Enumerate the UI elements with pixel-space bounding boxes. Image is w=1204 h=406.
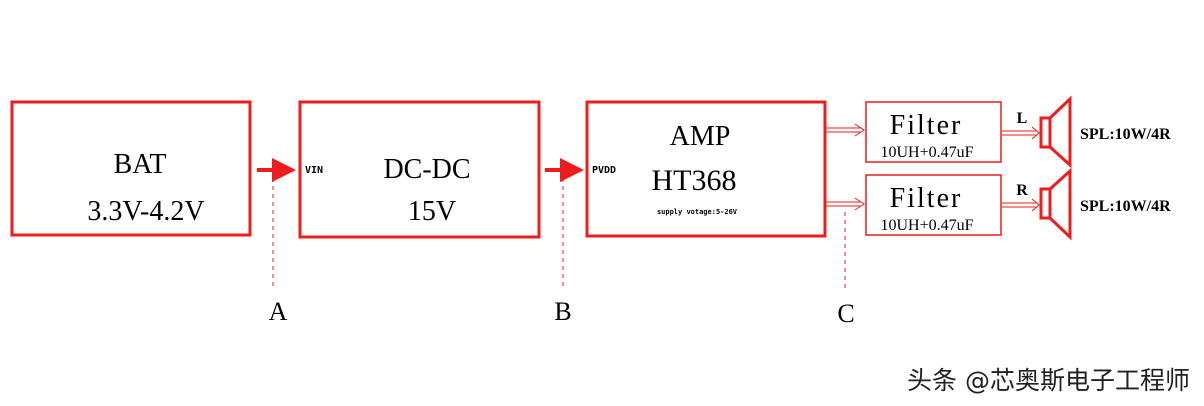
arrow-amp-filter-l — [826, 123, 865, 137]
vin-pin-label: VIN — [305, 165, 323, 176]
filter-l-block — [865, 101, 1002, 163]
bat-block — [10, 100, 252, 237]
test-point-c: C — [837, 299, 854, 328]
filter-r-title: Filter — [890, 183, 963, 214]
bat-title: BAT — [114, 149, 167, 180]
channel-r-label: R — [1016, 182, 1028, 199]
arrow-filter-speaker-r — [1002, 198, 1040, 212]
dcdc-voltage: 15V — [408, 196, 456, 227]
arrow-amp-filter-r — [826, 197, 865, 211]
bat-voltage: 3.3V-4.2V — [87, 196, 204, 227]
speaker-l-spec: SPL:10W/4R — [1080, 126, 1171, 143]
arrow-filter-speaker-l — [1002, 126, 1040, 140]
amp-chip: HT368 — [652, 164, 737, 197]
filter-l-title: Filter — [890, 110, 963, 141]
speaker-r-spec: SPL:10W/4R — [1080, 198, 1171, 215]
filter-r-block — [865, 174, 1002, 236]
amp-block — [585, 100, 827, 238]
test-point-b: B — [554, 297, 571, 326]
dcdc-title: DC-DC — [383, 154, 470, 185]
speaker-r-icon — [1039, 167, 1072, 241]
watermark: 头条 @芯奥斯电子工程师 — [907, 366, 1190, 395]
filter-l-value: 10UH+0.47uF — [880, 144, 973, 161]
dcdc-block — [298, 100, 541, 239]
pvdd-pin-label: PVDD — [592, 165, 616, 176]
test-point-a: A — [269, 297, 288, 326]
speaker-l-icon — [1039, 95, 1072, 169]
channel-l-label: L — [1017, 110, 1028, 127]
amp-supply-note: supply votage:5-26V — [657, 208, 738, 216]
amp-title: AMP — [670, 121, 731, 152]
filter-r-value: 10UH+0.47uF — [880, 217, 973, 234]
